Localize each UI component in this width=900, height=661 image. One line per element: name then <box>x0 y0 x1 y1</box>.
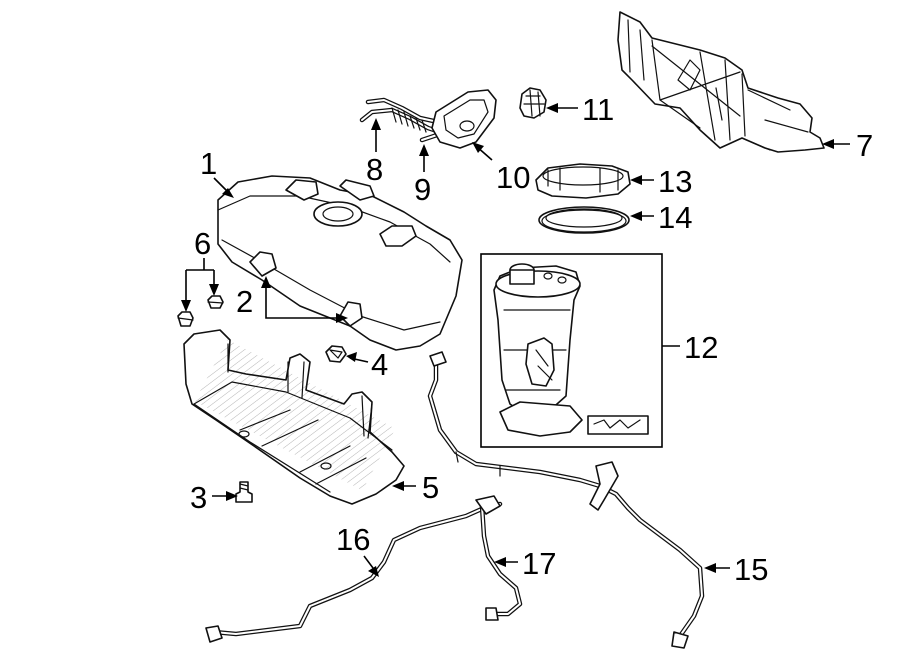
callout-8: 8 <box>366 152 383 187</box>
callout-2: 2 <box>236 284 253 319</box>
callout-6: 6 <box>194 226 211 261</box>
fuel-line-part-15 <box>427 351 705 649</box>
callout-16: 16 <box>336 522 370 557</box>
callout-1: 1 <box>200 146 217 181</box>
filler-hose-part-8 <box>359 97 443 135</box>
lock-ring-part-13 <box>535 163 631 199</box>
callout-7: 7 <box>856 128 873 163</box>
callout-numbers: 1 2 3 4 5 6 7 8 9 10 11 12 13 14 15 16 1… <box>190 92 873 587</box>
callout-3: 3 <box>190 480 207 515</box>
leader-lines <box>181 103 850 577</box>
callout-15: 15 <box>734 552 768 587</box>
seal-ring-part-14 <box>538 206 630 234</box>
callout-11: 11 <box>582 92 614 127</box>
callout-5: 5 <box>422 470 439 505</box>
fuel-cap-part-11 <box>519 87 547 119</box>
bolt-part-3 <box>235 481 253 503</box>
bumper-pads-part-6 <box>177 295 224 327</box>
skid-plate-part-5 <box>183 329 405 505</box>
pump-inset-frame <box>480 253 663 448</box>
fuel-pump-module-part-12 <box>480 253 663 448</box>
callout-10: 10 <box>496 160 530 195</box>
callout-9: 9 <box>414 172 431 207</box>
callout-12: 12 <box>684 330 718 365</box>
grommet-part-4 <box>325 345 347 363</box>
fuel-line-part-17 <box>475 495 523 621</box>
callout-14: 14 <box>658 200 692 235</box>
callout-17: 17 <box>522 546 556 581</box>
fuel-line-part-16 <box>205 501 503 643</box>
heat-shield-part-7 <box>617 11 825 153</box>
fuel-tank-part-1 <box>217 175 463 351</box>
filler-housing-part-10 <box>431 89 497 149</box>
callout-4: 4 <box>371 347 388 382</box>
callout-13: 13 <box>658 164 692 199</box>
